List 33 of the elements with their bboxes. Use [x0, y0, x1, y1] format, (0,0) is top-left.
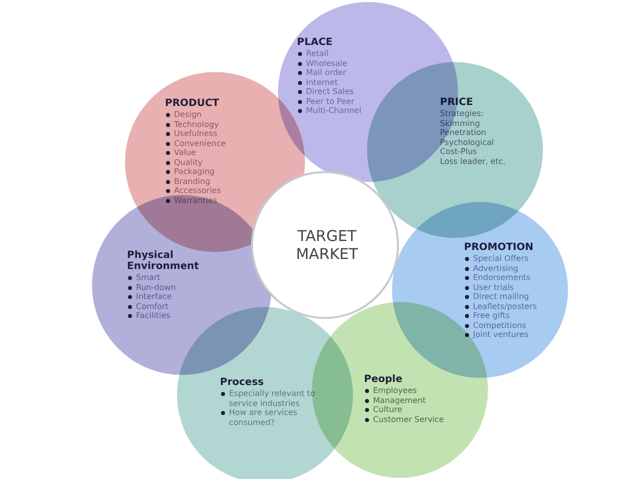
bullet-item: Technology [165, 120, 265, 129]
bullet-item: Smart [127, 273, 217, 282]
bullet-item: Management [364, 396, 464, 405]
list-item: Loss leader, etc. [440, 156, 507, 166]
circle-heading: PRODUCT [165, 98, 220, 109]
circle-heading: PRICE [440, 97, 474, 108]
list-item: Strategies: [440, 109, 485, 118]
list-item: Skimming [440, 118, 480, 128]
bullet-item: User trials [464, 282, 564, 292]
circle-heading: PLACE [297, 37, 334, 48]
circle-heading: Process [220, 377, 265, 388]
bullet-item: Usefulness [165, 129, 265, 138]
bullet-item: Special Offers [464, 254, 564, 264]
bullet-item: Run-down [127, 282, 217, 292]
bullet-item: Design [165, 110, 265, 120]
list-item: Psychological [440, 138, 495, 147]
circle-title: TARGET MARKET [294, 227, 360, 263]
bullet-item: Advertising [464, 264, 564, 273]
circle-heading: People [364, 374, 404, 385]
bullet-item: Convenience [165, 138, 265, 148]
bullet-item: Interface [127, 292, 217, 302]
bullet-item: Value [165, 148, 265, 158]
circle-heading: Physical Environment [127, 250, 200, 272]
circle-heading: PROMOTION [464, 242, 534, 253]
bullet-item: Endorsements [464, 273, 564, 282]
bullet-item: Culture [364, 405, 464, 414]
list-item: Penetration [440, 128, 488, 138]
bullet-item: Customer Service [364, 414, 464, 424]
bullet-item: Direct mailing [464, 292, 564, 302]
list-item: Cost-Plus [440, 147, 478, 156]
bullet-item: Employees [364, 386, 464, 396]
bullet-item: Quality [165, 158, 265, 167]
bullet-item: Retail [297, 49, 407, 58]
